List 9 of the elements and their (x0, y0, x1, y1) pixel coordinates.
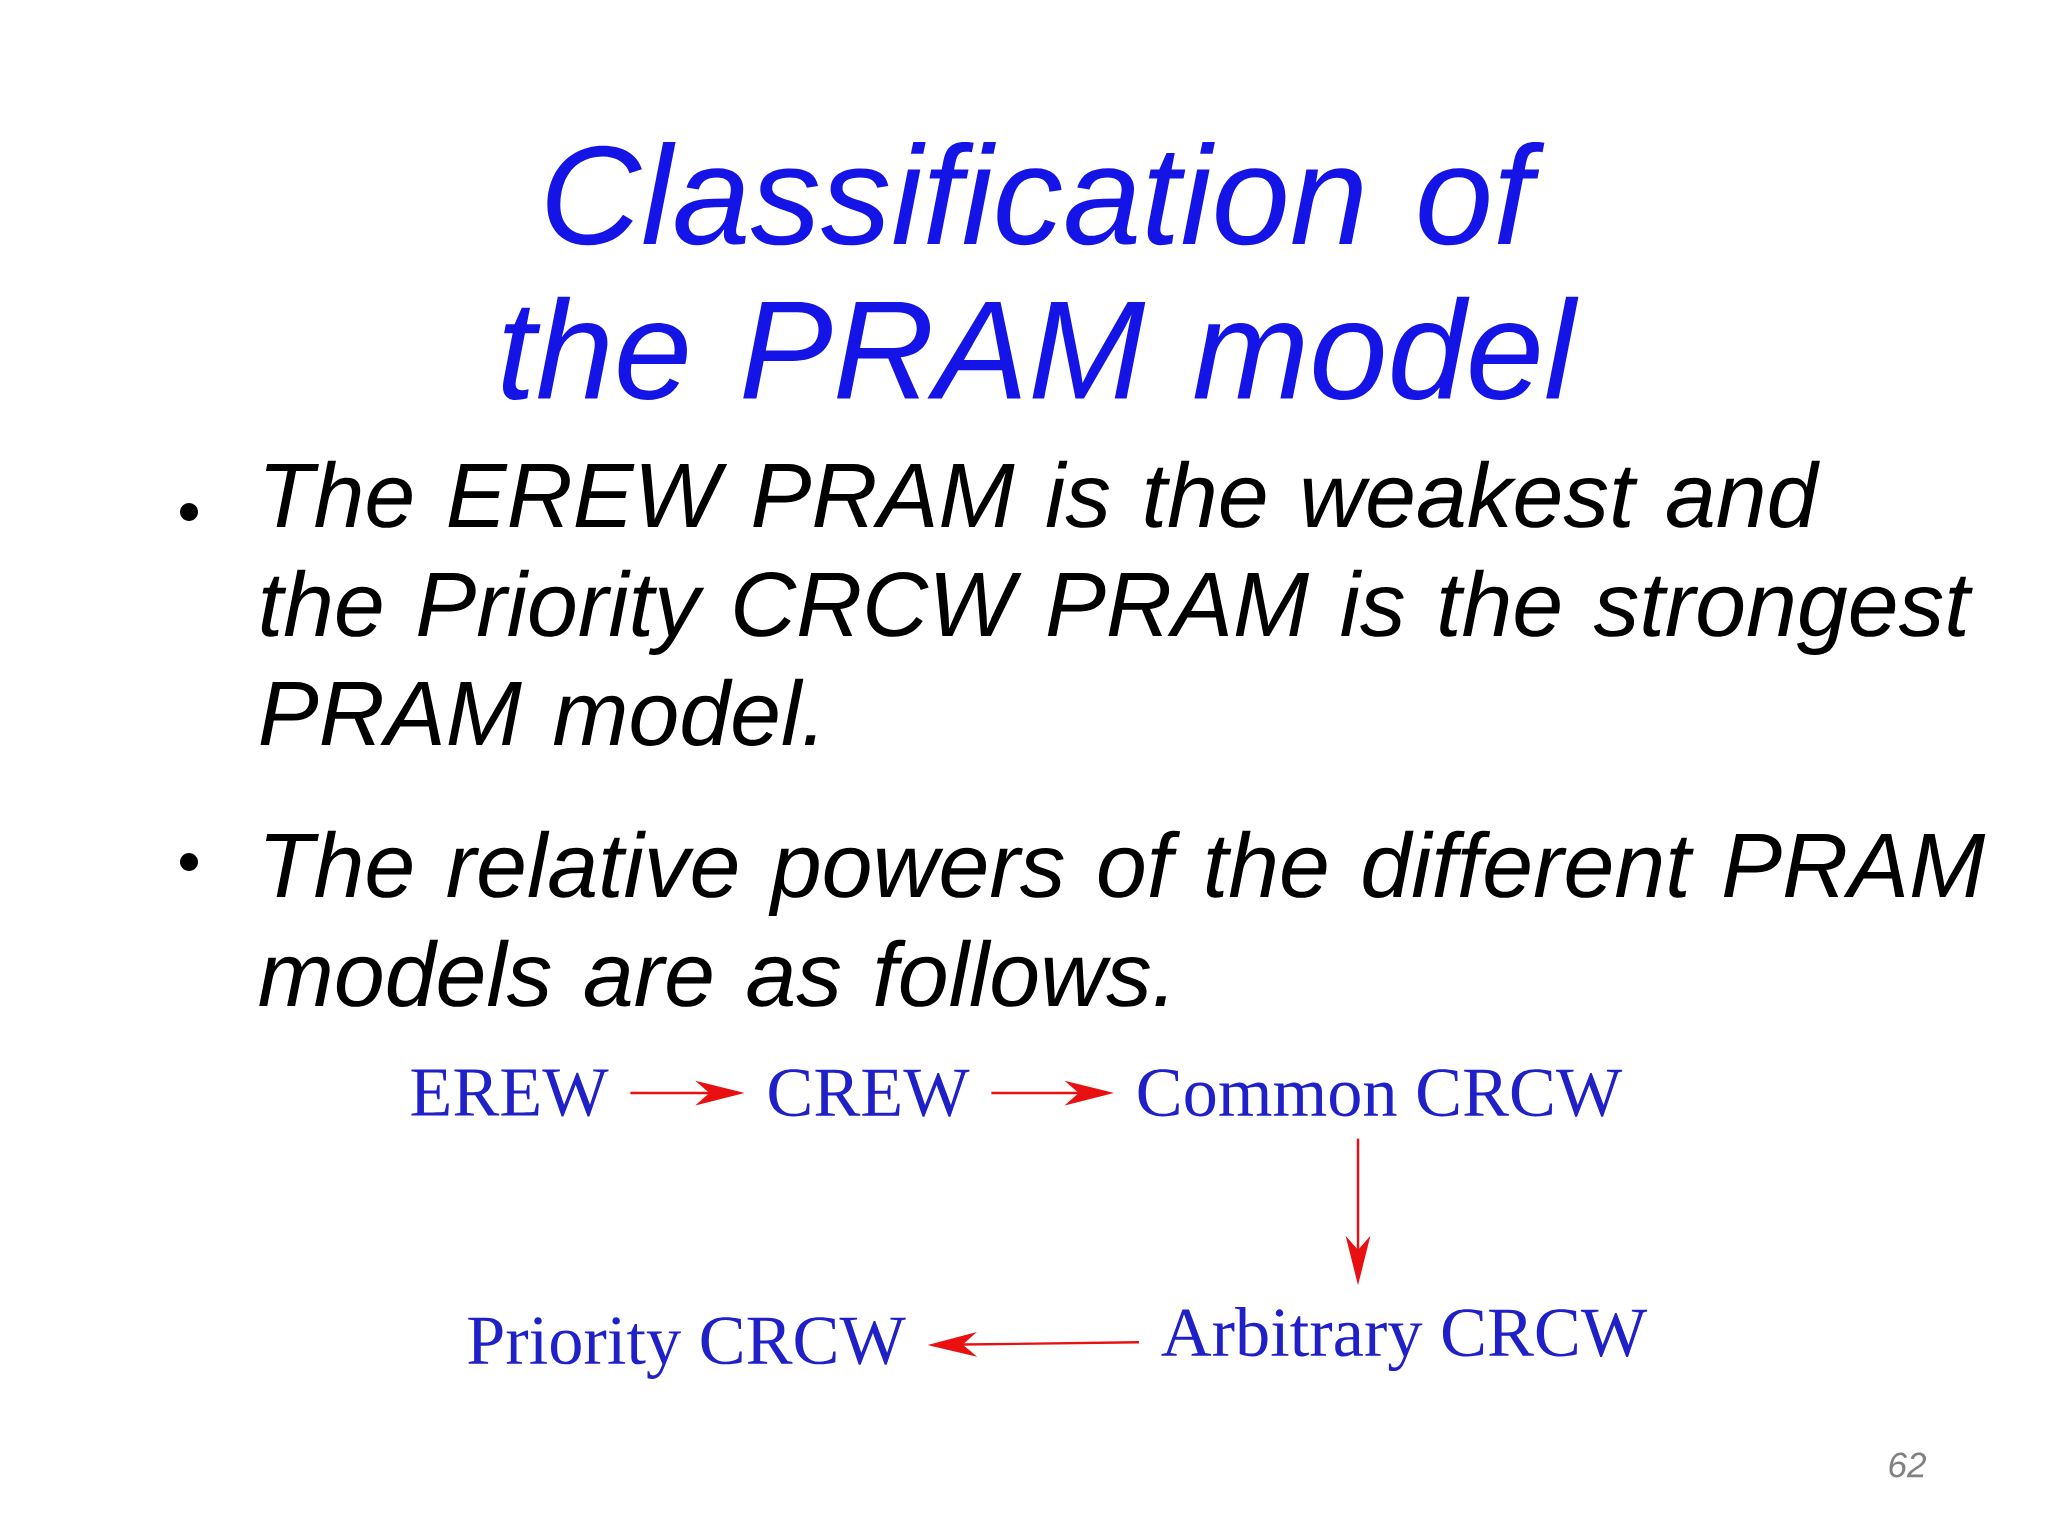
model-label: CREW (769, 1069, 970, 1117)
model-label: EREW (411, 1069, 609, 1117)
model-label: Common CRCW (1138, 1069, 1623, 1117)
model-label: Priority CRCW (468, 1317, 906, 1379)
bullet-text: The relative powers of the different PRAM models are as follows. (259, 830, 1986, 1007)
page-number: 62 (1889, 1452, 1927, 1478)
slide-title: Classification of the PRAM model (503, 141, 1579, 401)
bullet-text: The EREW PRAM is the weakest and the Priority CRCW PRAM is the strongest PRAM model. (260, 460, 1973, 746)
model-label: Arbitrary CRCW (1161, 1307, 1648, 1371)
